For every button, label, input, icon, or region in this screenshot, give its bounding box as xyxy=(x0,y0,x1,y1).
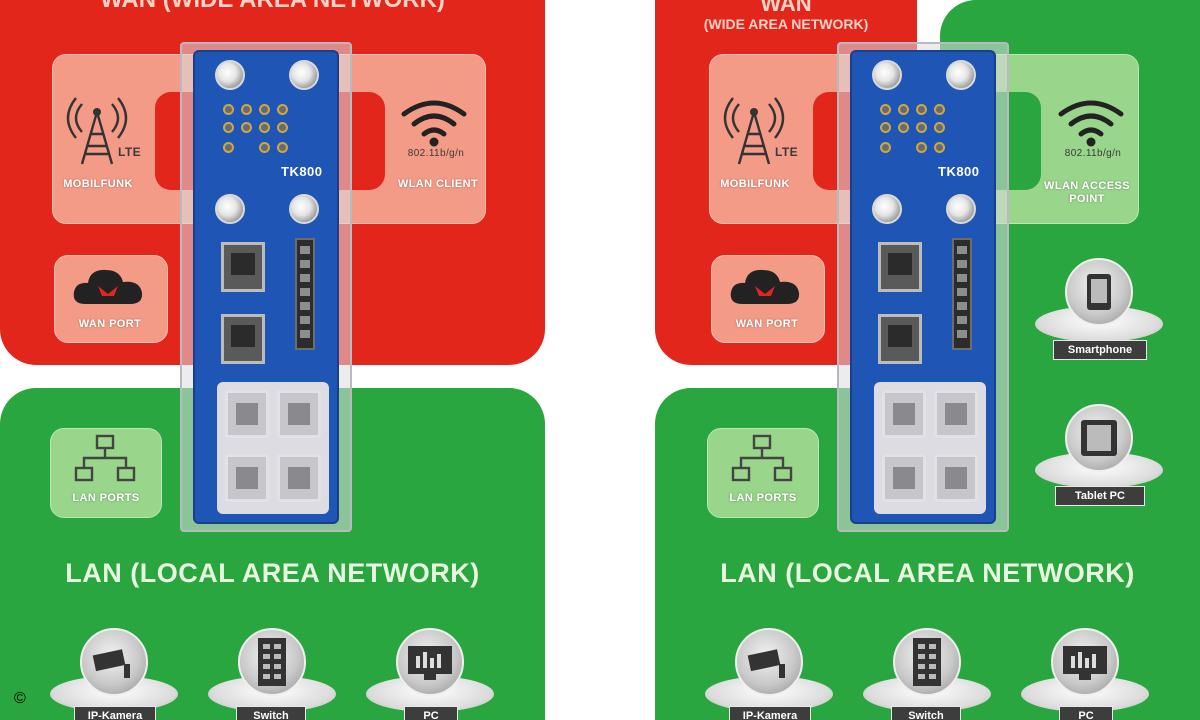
status-led xyxy=(898,104,909,115)
wlan-standard-label: 802.11b/g/n xyxy=(407,148,465,159)
device-label-ip-camera: IP-Kamera xyxy=(74,706,156,720)
device-label-smartphone: Smartphone xyxy=(1053,340,1147,360)
antenna-connector xyxy=(872,60,902,90)
status-led xyxy=(277,104,288,115)
wan-title-line2: (WIDE AREA NETWORK) xyxy=(703,16,869,32)
status-led xyxy=(916,104,927,115)
terminal-block xyxy=(295,238,315,350)
router-device: TK800 xyxy=(193,50,339,524)
wan-title-line1: WAN xyxy=(760,0,812,16)
switch-icon xyxy=(913,638,941,686)
wifi-icon xyxy=(1058,100,1124,147)
wan-port-box xyxy=(54,255,168,343)
wan-ethernet-port xyxy=(221,242,265,292)
device-label-switch: Switch xyxy=(891,706,961,720)
lan-title: LAN (LOCAL AREA NETWORK) xyxy=(65,558,480,588)
status-led xyxy=(934,104,945,115)
status-led xyxy=(223,122,234,133)
lan-port xyxy=(882,390,926,438)
status-led xyxy=(880,122,891,133)
status-led xyxy=(223,142,234,153)
network-icon xyxy=(74,434,136,482)
panel-wlan-access-point: WAN (WIDE AREA NETWORK) LTE MOBILFUNK 80… xyxy=(655,0,1200,720)
status-led xyxy=(934,122,945,133)
ethernet-port xyxy=(878,314,922,364)
antenna-connector xyxy=(289,60,319,90)
device-badge xyxy=(1051,628,1119,696)
monitor-icon xyxy=(1063,646,1107,680)
antenna-connector xyxy=(289,194,319,224)
monitor-icon xyxy=(408,646,452,680)
lan-port xyxy=(882,454,926,502)
lan-port xyxy=(934,454,978,502)
lan-port xyxy=(225,390,269,438)
lte-label: LTE xyxy=(775,145,798,159)
wlan-access-point-label: WLAN ACCESS POINT xyxy=(1044,180,1130,205)
lan-port xyxy=(934,390,978,438)
device-label-pc: PC xyxy=(404,706,458,720)
status-led xyxy=(241,122,252,133)
lan-port xyxy=(277,390,321,438)
status-led xyxy=(241,104,252,115)
cloud-icon xyxy=(730,269,800,304)
camera-icon xyxy=(92,649,130,678)
network-icon xyxy=(731,434,793,482)
status-led xyxy=(934,142,945,153)
cloud-icon xyxy=(73,269,143,304)
lte-tower-icon xyxy=(66,97,128,165)
antenna-connector xyxy=(946,60,976,90)
antenna-connector xyxy=(946,194,976,224)
wifi-icon xyxy=(401,100,467,147)
device-badge xyxy=(396,628,464,696)
status-led xyxy=(277,142,288,153)
wan-port-label: WAN PORT xyxy=(735,318,799,330)
antenna-connector xyxy=(215,60,245,90)
status-led xyxy=(880,142,891,153)
lte-label: LTE xyxy=(118,145,141,159)
mobile-label: MOBILFUNK xyxy=(63,178,133,190)
antenna-connector xyxy=(872,194,902,224)
device-label-tablet: Tablet PC xyxy=(1055,486,1145,506)
wlan-standard-label: 802.11b/g/n xyxy=(1064,148,1122,159)
device-label-pc: PC xyxy=(1059,706,1113,720)
tablet-icon xyxy=(1081,420,1117,456)
status-led xyxy=(223,104,234,115)
wlan-client-label: WLAN CLIENT xyxy=(397,178,479,190)
device-label-ip-camera: IP-Kamera xyxy=(729,706,811,720)
panel-wlan-client: WAN (WIDE AREA NETWORK) LTE MOBILFUNK 80… xyxy=(0,0,545,720)
device-label-switch: Switch xyxy=(236,706,306,720)
router-model: TK800 xyxy=(281,164,323,179)
lan-ports-label: LAN PORTS xyxy=(72,492,140,504)
copyright-mark: © xyxy=(14,690,26,707)
lan-port xyxy=(225,454,269,502)
status-led xyxy=(916,122,927,133)
antenna-connector xyxy=(215,194,245,224)
lte-tower-icon xyxy=(723,97,785,165)
router-model: TK800 xyxy=(938,164,980,179)
status-led xyxy=(259,142,270,153)
lan-ports-label: LAN PORTS xyxy=(729,492,797,504)
lan-port xyxy=(277,454,321,502)
status-led xyxy=(880,104,891,115)
ethernet-port xyxy=(221,314,265,364)
status-led xyxy=(259,104,270,115)
smartphone-icon xyxy=(1087,274,1111,310)
mobile-label: MOBILFUNK xyxy=(720,178,790,190)
status-led xyxy=(916,142,927,153)
wan-ethernet-port xyxy=(878,242,922,292)
router-device: TK800 xyxy=(850,50,996,524)
lan-ports-box xyxy=(50,428,162,518)
switch-icon xyxy=(258,638,286,686)
camera-icon xyxy=(747,649,785,678)
status-led xyxy=(277,122,288,133)
status-led xyxy=(259,122,270,133)
wan-port-label: WAN PORT xyxy=(78,318,142,330)
lan-title: LAN (LOCAL AREA NETWORK) xyxy=(720,558,1135,588)
wan-title: WAN (WIDE AREA NETWORK) xyxy=(0,0,545,12)
lan-ports-box xyxy=(707,428,819,518)
terminal-block xyxy=(952,238,972,350)
status-led xyxy=(898,122,909,133)
